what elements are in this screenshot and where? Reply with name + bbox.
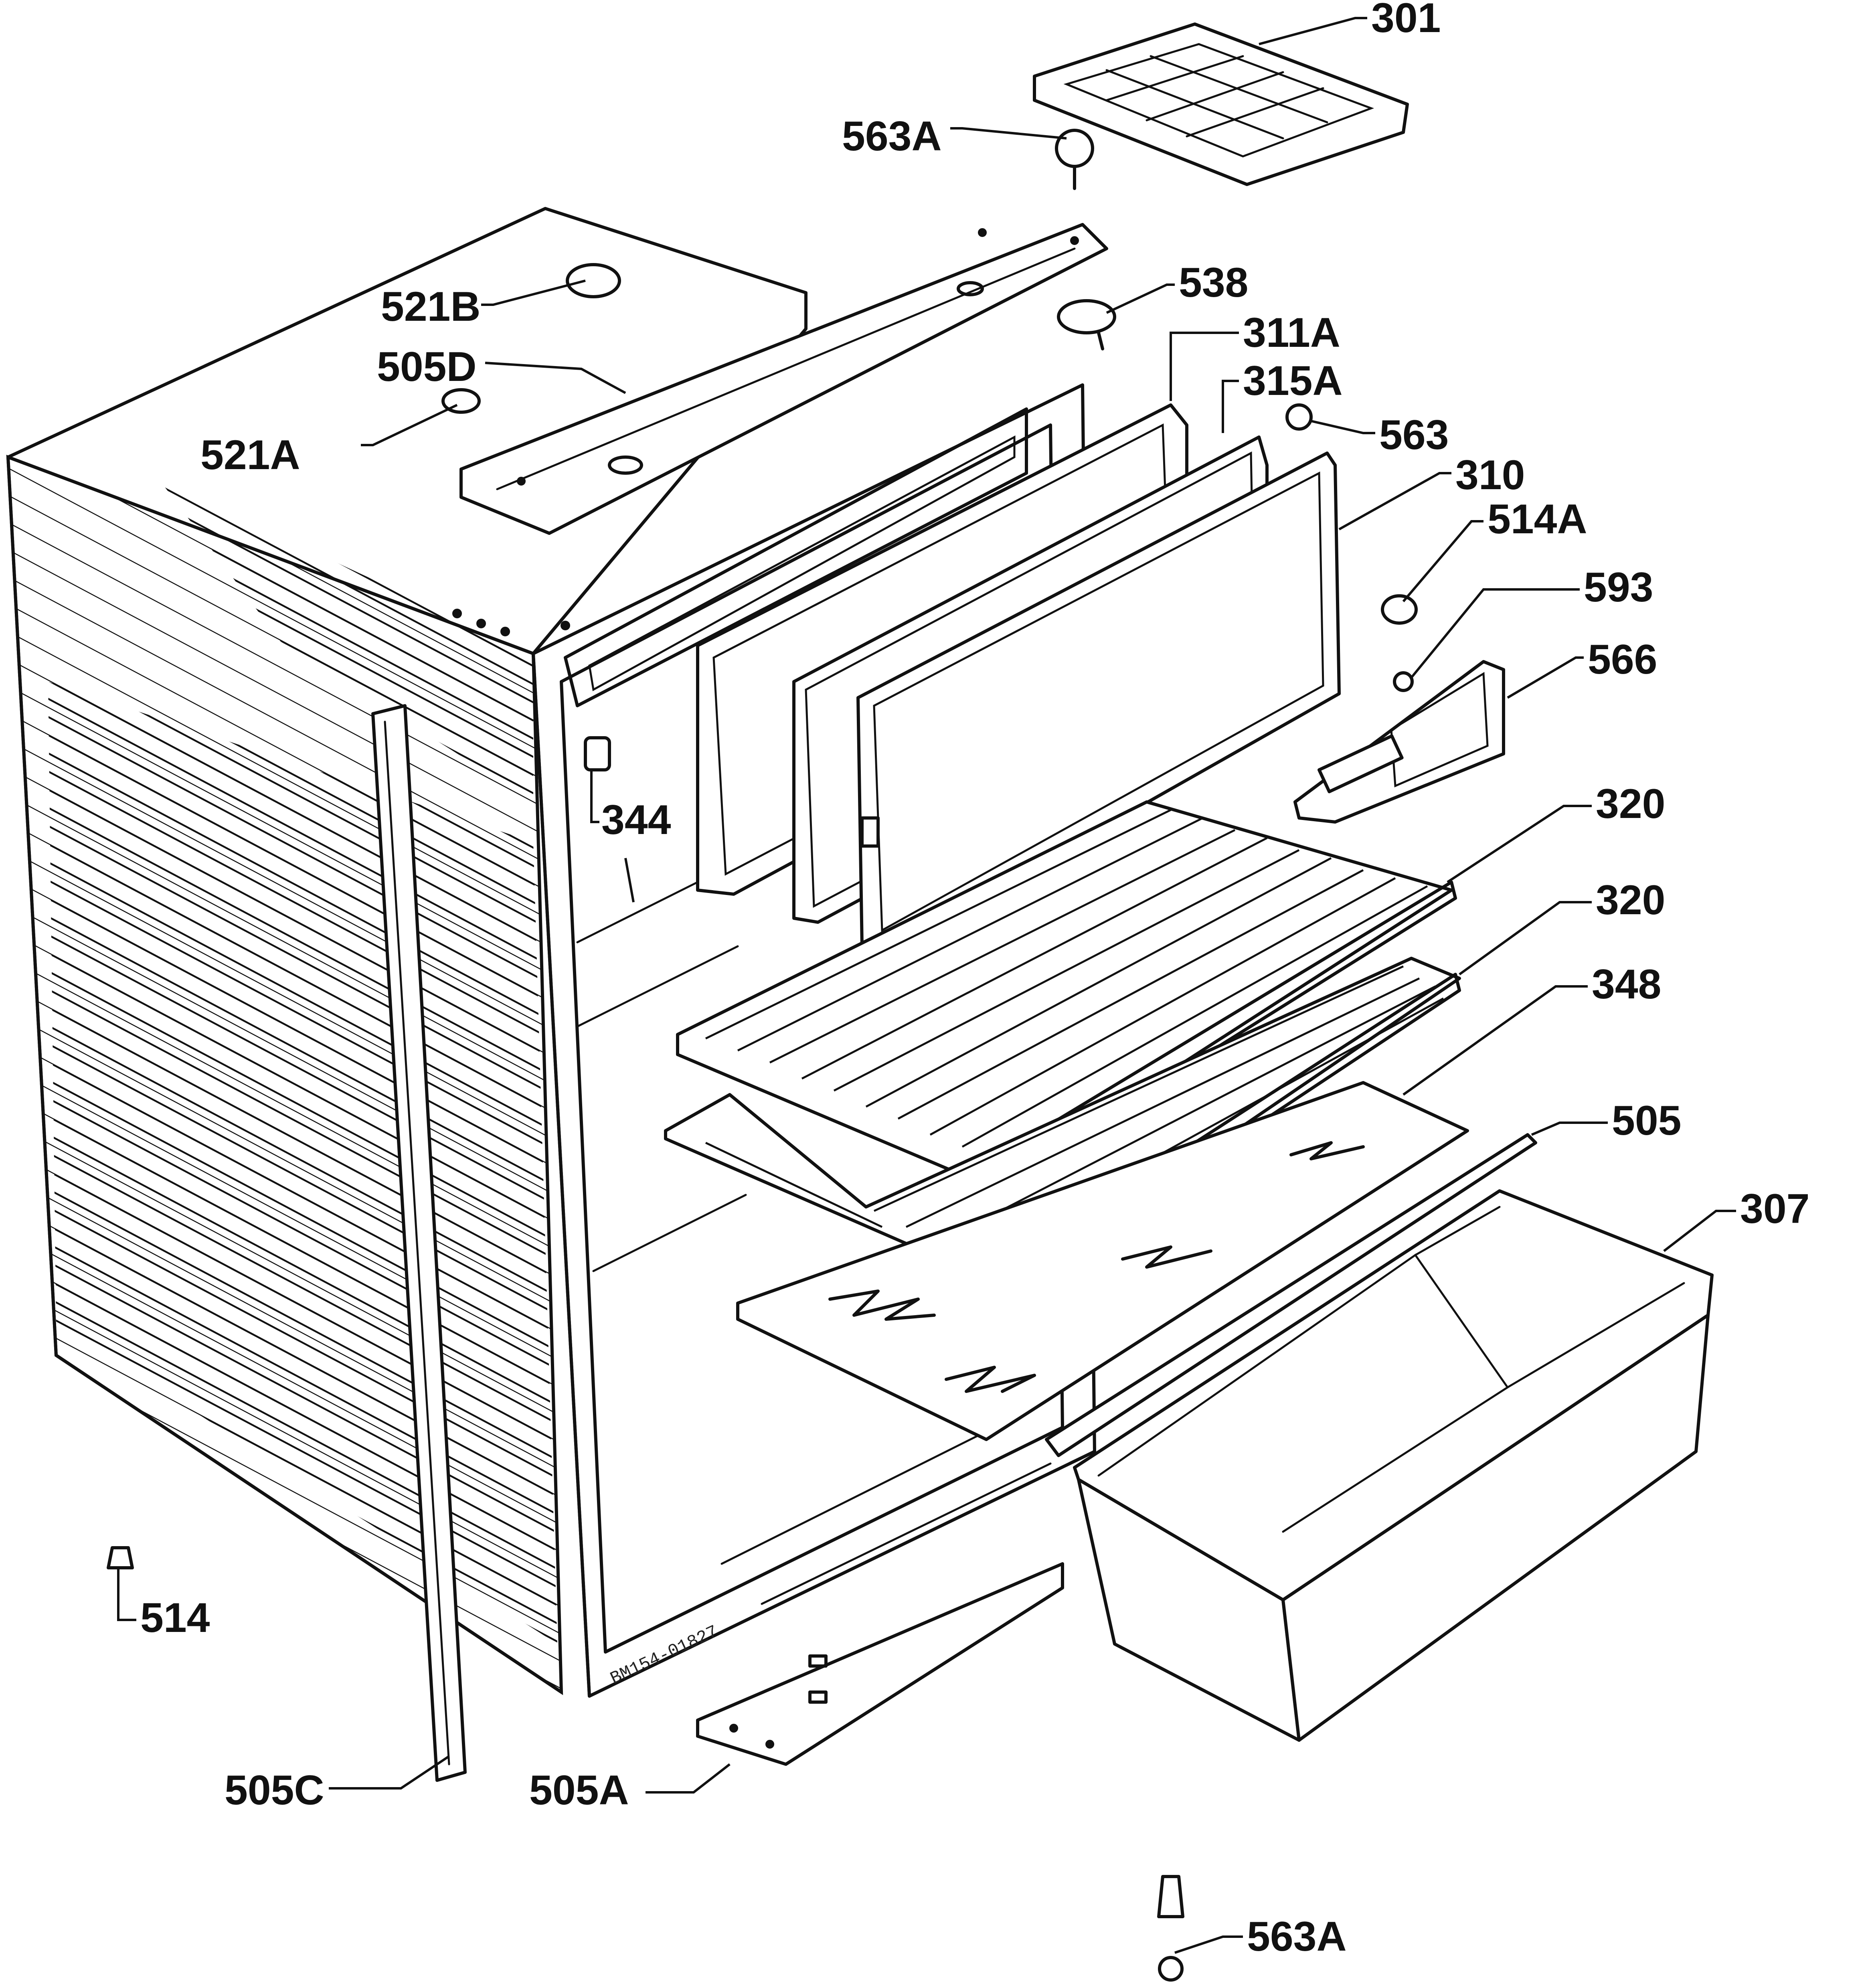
label-505d: 505D xyxy=(377,344,477,390)
fittings xyxy=(107,129,1418,1982)
leader-lines xyxy=(117,17,1736,1954)
label-315a: 315A xyxy=(1243,358,1343,404)
label-505a: 505A xyxy=(529,1767,629,1814)
part-labels: 301 563A 521B 505D 521A 538 311A 315A 56… xyxy=(140,0,1810,1960)
label-505: 505 xyxy=(1612,1097,1682,1144)
label-310: 310 xyxy=(1455,452,1525,498)
label-521b: 521B xyxy=(381,283,481,330)
freezer-door-panels xyxy=(696,403,1341,952)
crisper-drawer xyxy=(1073,1189,1714,1742)
label-566: 566 xyxy=(1588,636,1658,683)
label-521a: 521A xyxy=(200,432,300,478)
label-538: 538 xyxy=(1179,259,1249,306)
label-563a-bottom: 563A xyxy=(1247,1913,1347,1960)
thermostat-control xyxy=(1293,660,1505,824)
label-348: 348 xyxy=(1592,961,1662,1008)
label-563a-top: 563A xyxy=(842,113,942,160)
label-563: 563 xyxy=(1379,412,1449,458)
label-514a: 514A xyxy=(1488,496,1587,543)
label-301: 301 xyxy=(1371,0,1441,41)
bottom-hinge-bracket xyxy=(696,1562,1064,1766)
label-593: 593 xyxy=(1584,564,1653,611)
label-320-lower: 320 xyxy=(1596,877,1666,923)
front-strip xyxy=(1045,1133,1537,1457)
label-320-upper: 320 xyxy=(1596,781,1666,827)
label-505c: 505C xyxy=(225,1767,324,1814)
label-307: 307 xyxy=(1740,1186,1810,1232)
glass-plate xyxy=(736,1081,1469,1441)
label-311a: 311A xyxy=(1243,310,1340,356)
label-514: 514 xyxy=(140,1595,210,1641)
wire-shelf-lower xyxy=(664,957,1461,1293)
label-344: 344 xyxy=(601,797,671,843)
top-hinge-bracket xyxy=(459,223,1108,535)
ice-tray xyxy=(1033,22,1409,186)
